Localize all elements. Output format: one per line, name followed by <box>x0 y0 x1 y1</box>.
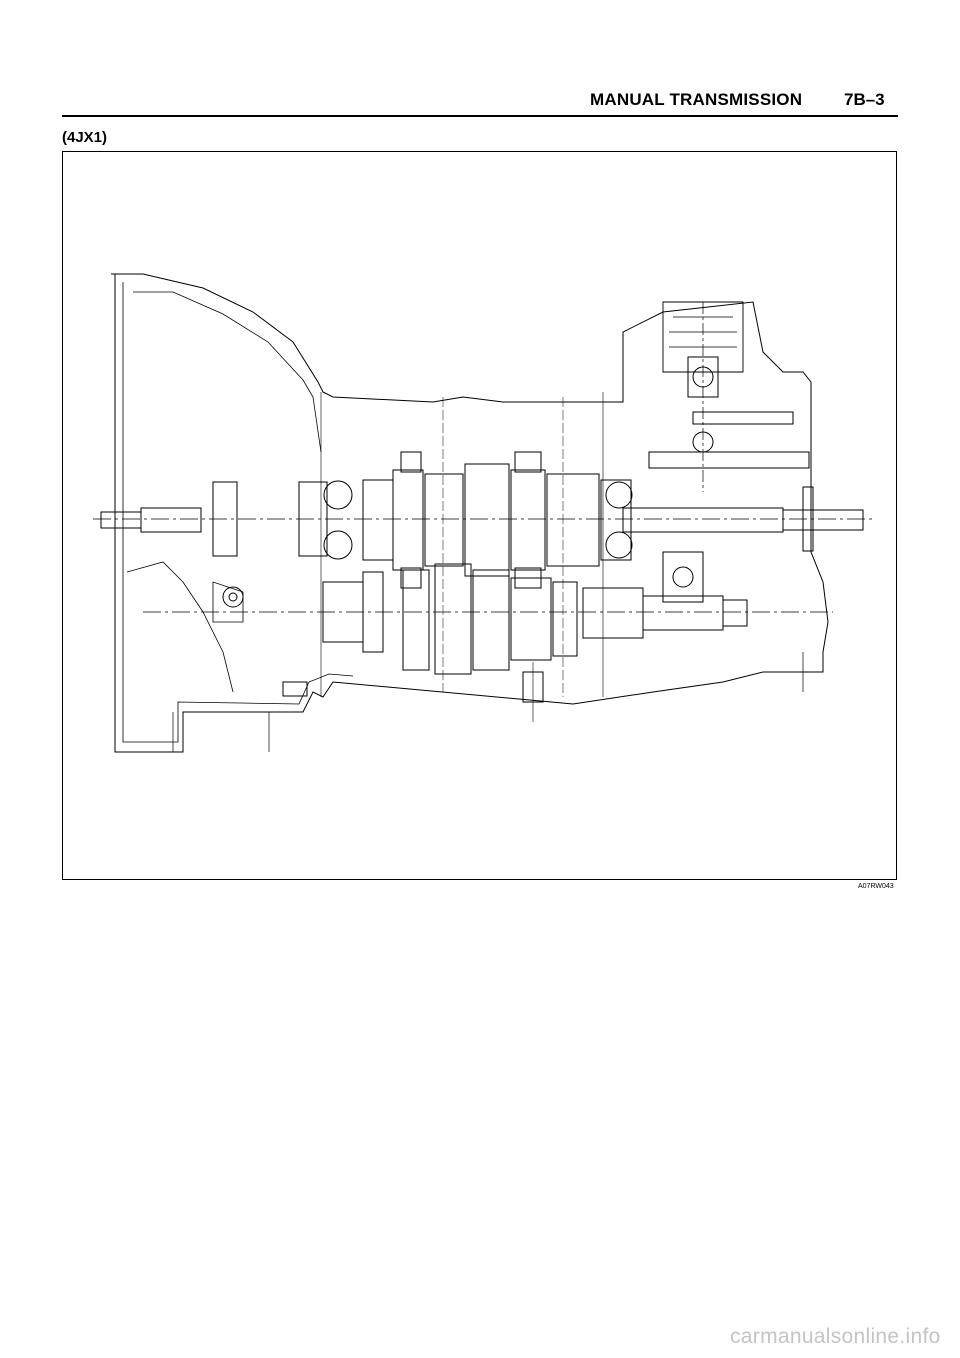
transmission-cross-section-drawing <box>93 273 873 753</box>
header-rule <box>62 115 898 117</box>
figure-code: A07RW043 <box>858 883 894 890</box>
footer-watermark[interactable]: carmanualsonline.info <box>730 1325 941 1348</box>
section-label: (4JX1) <box>62 129 108 146</box>
page-number: 7B–3 <box>844 90 885 109</box>
figure-frame <box>62 151 897 880</box>
page-header-title: MANUAL TRANSMISSION <box>590 90 803 109</box>
